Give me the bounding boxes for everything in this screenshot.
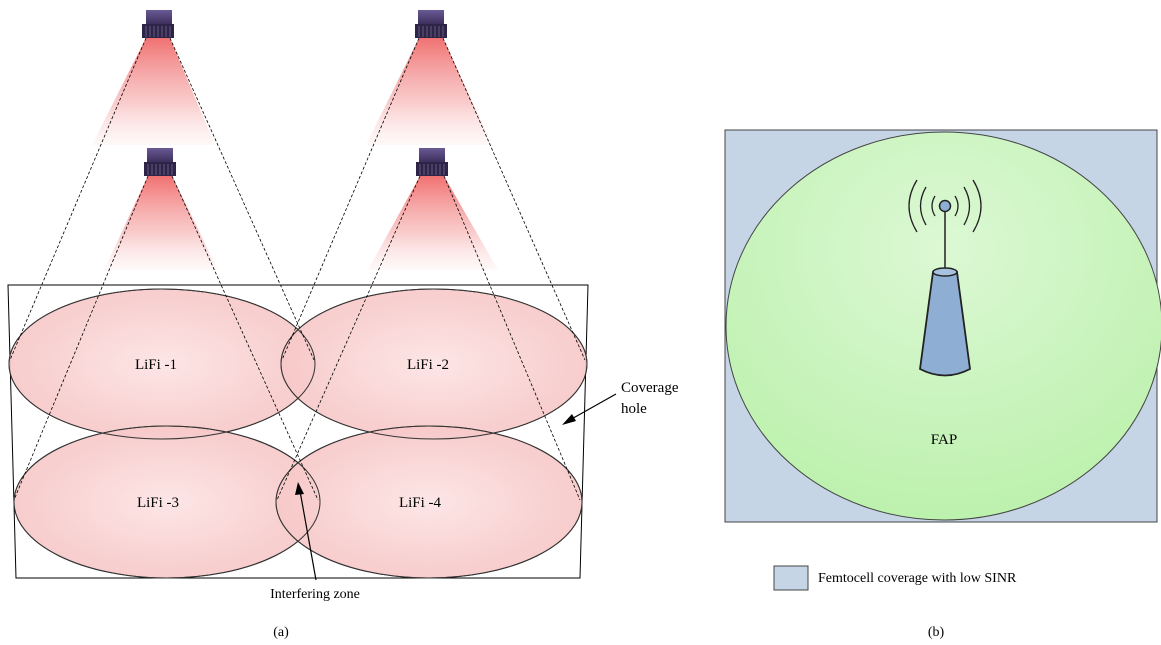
light-cone-3 xyxy=(104,176,218,270)
lamp-4 xyxy=(416,148,448,176)
caption-b: (b) xyxy=(928,625,945,640)
lifi-4-label: LiFi -4 xyxy=(399,495,442,511)
lamps xyxy=(142,10,448,176)
legend-swatch xyxy=(773,565,809,591)
coverage-hole-label-line2: hole xyxy=(621,401,647,417)
lifi-1-label: LiFi -1 xyxy=(135,357,177,373)
light-cones xyxy=(92,38,498,270)
caption-a: (a) xyxy=(273,625,289,640)
light-cone-4 xyxy=(368,176,498,270)
light-cone-1 xyxy=(92,38,215,145)
light-cone-2 xyxy=(366,38,492,145)
panel-b: FAP Femtocell coverage with low SINR (b) xyxy=(724,129,1161,640)
lifi-cells xyxy=(8,288,588,579)
legend: Femtocell coverage with low SINR xyxy=(773,565,1017,591)
lamp-2 xyxy=(415,10,447,38)
coverage-hole-label-line1: Coverage xyxy=(621,380,679,396)
fap-label: FAP xyxy=(931,432,957,448)
interfering-zone-label: Interfering zone xyxy=(270,587,360,602)
projection-lines xyxy=(9,37,586,501)
fap-antenna-icon xyxy=(908,179,982,377)
lamp-1 xyxy=(142,10,174,38)
legend-label: Femtocell coverage with low SINR xyxy=(818,571,1017,586)
lifi-2-label: LiFi -2 xyxy=(407,357,449,373)
panel-a: LiFi -1 LiFi -2 LiFi -3 LiFi -4 Coverage… xyxy=(7,10,679,640)
coverage-hole-arrow xyxy=(562,393,617,425)
lifi-3-label: LiFi -3 xyxy=(137,495,179,511)
lamp-3 xyxy=(144,148,176,176)
interfering-zone-arrow xyxy=(295,482,317,581)
